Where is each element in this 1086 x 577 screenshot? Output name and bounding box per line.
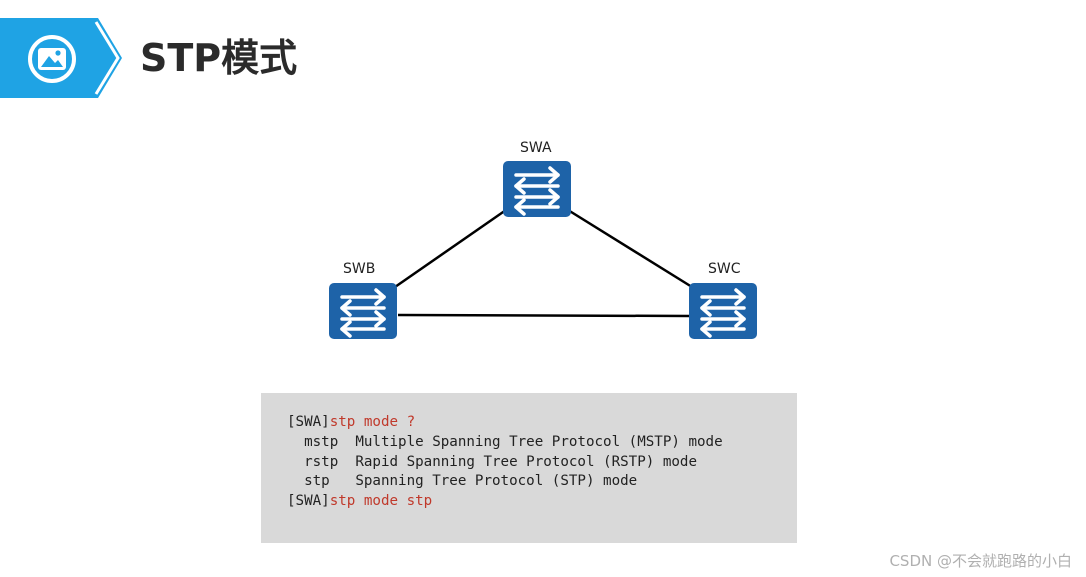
switch-icon: [503, 161, 571, 217]
switch-icon: [329, 283, 397, 339]
cli-output-box: [SWA]stp mode ? mstp Multiple Spanning T…: [261, 393, 797, 543]
switch-swb: [328, 282, 398, 340]
cli-command: stp mode ?: [329, 414, 416, 430]
title-banner: [0, 18, 122, 98]
cli-prompt: [SWA]: [287, 493, 330, 510]
link-swa-swb: [394, 208, 507, 289]
switch-icon: [689, 283, 757, 339]
switch-swc: [688, 282, 758, 340]
image-icon: [28, 35, 76, 83]
switch-label-swc: SWC: [708, 261, 741, 277]
topology-links: [394, 208, 693, 318]
cli-lines: [SWA]stp mode ? mstp Multiple Spanning T…: [287, 413, 723, 512]
link-swb-swc: [397, 313, 691, 318]
network-topology-diagram: SWA SWB SWC: [300, 130, 800, 360]
switch-swa: [502, 160, 572, 218]
watermark: CSDN @不会就跑路的小白: [889, 552, 1072, 570]
cli-line-5: [SWA]stp mode stp: [287, 492, 723, 512]
cli-line-1: [SWA]stp mode ?: [287, 413, 723, 433]
cli-command: stp mode stp: [329, 493, 433, 510]
cli-line-2: mstp Multiple Spanning Tree Protocol (MS…: [287, 433, 723, 450]
switch-label-swa: SWA: [520, 140, 552, 156]
page-title: STP模式: [140, 36, 298, 80]
switch-label-swb: SWB: [343, 261, 376, 277]
link-swa-swc: [567, 208, 693, 289]
cli-line-4: stp Spanning Tree Protocol (STP) mode: [287, 473, 638, 490]
cli-line-3: rstp Rapid Spanning Tree Protocol (RSTP)…: [287, 453, 697, 470]
cli-prompt: [SWA]: [287, 414, 330, 430]
